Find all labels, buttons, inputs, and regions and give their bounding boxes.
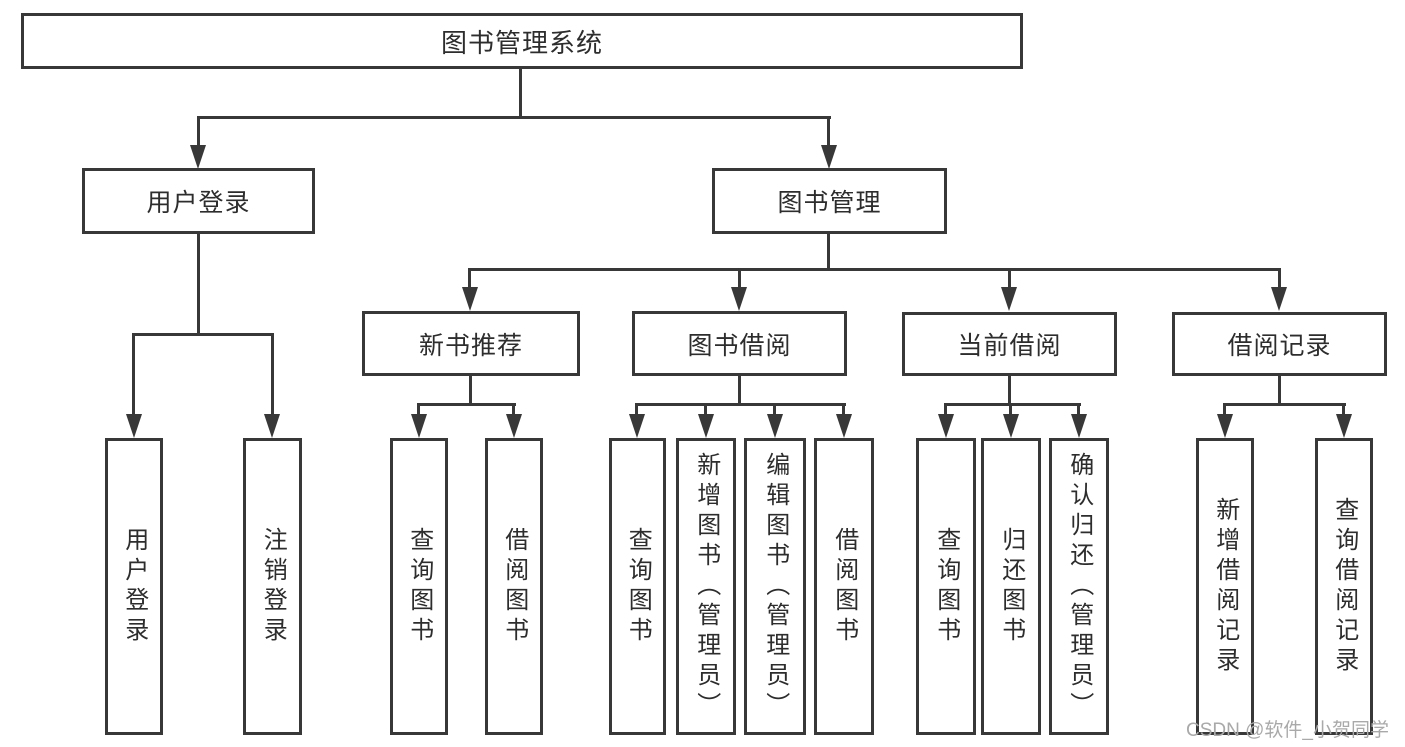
connector-arrowhead [629,414,645,438]
leaf-user-login: 用户登录 [105,438,163,735]
leaf-edit-books-admin-label: 编辑图书（管理员） [761,451,789,722]
connector-arrowhead [836,414,852,438]
node-book-borrowing: 图书借阅 [632,311,847,376]
connector-arrowhead [506,414,522,438]
leaf-user-login-label: 用户登录 [120,526,148,647]
connector-arrowhead [731,287,747,311]
connector-line [417,403,516,406]
connector-arrowhead [767,414,783,438]
connector-arrowhead [698,414,714,438]
node-current-borrowing: 当前借阅 [902,312,1117,376]
connector-line [704,403,707,416]
leaf-query-books-current: 查询图书 [916,438,976,735]
connector-line [1278,376,1281,405]
leaf-add-books-admin: 新增图书（管理员） [676,438,736,735]
leaf-query-borrow-record-label: 查询借阅记录 [1330,496,1358,677]
leaf-logout: 注销登录 [243,438,302,735]
connector-arrowhead [1071,414,1087,438]
connector-arrowhead [126,414,142,438]
node-borrowing-records-label: 借阅记录 [1227,332,1332,360]
leaf-query-books-recommend-label: 查询图书 [405,526,433,647]
leaf-borrow-books-recommend: 借阅图书 [485,438,543,735]
connector-line [944,403,1081,406]
connector-line [1278,268,1281,290]
connector-line [271,333,274,416]
connector-arrowhead [938,414,954,438]
leaf-query-borrow-record: 查询借阅记录 [1315,438,1373,735]
node-user-login: 用户登录 [82,168,315,234]
watermark: CSDN @软件_小贺同学 [1186,720,1389,741]
connector-line [468,268,471,290]
leaf-borrow-books-borrowing-label: 借阅图书 [830,526,858,647]
leaf-add-borrow-record-label: 新增借阅记录 [1211,496,1239,677]
leaf-add-books-admin-label: 新增图书（管理员） [692,451,720,722]
leaf-query-books-borrowing: 查询图书 [609,438,666,735]
node-new-book-recommend: 新书推荐 [362,311,580,376]
connector-line [738,268,741,290]
node-book-borrowing-label: 图书借阅 [687,331,792,360]
connector-line [468,268,1281,271]
node-book-management-label: 图书管理 [777,189,882,217]
connector-line [827,234,830,271]
connector-arrowhead [190,145,206,169]
connector-line [1342,403,1345,416]
connector-arrowhead [411,414,427,438]
connector-line [842,403,845,416]
connector-arrowhead [1271,287,1287,311]
connector-arrowhead [821,145,837,169]
connector-line [132,333,135,416]
leaf-borrow-books-borrowing: 借阅图书 [814,438,874,735]
node-new-book-recommend-label: 新书推荐 [418,331,523,360]
connector-line [512,403,515,416]
node-user-login-label: 用户登录 [146,189,251,217]
connector-line [1008,268,1011,290]
connector-line [469,376,472,405]
connector-line [1077,403,1080,416]
connector-arrowhead [1336,414,1352,438]
connector-line [773,403,776,416]
leaf-logout-label: 注销登录 [259,526,287,647]
connector-line [944,403,947,416]
connector-arrowhead [264,414,280,438]
connector-line [417,403,420,416]
leaf-query-books-current-label: 查询图书 [932,526,960,647]
leaf-borrow-books-recommend-label: 借阅图书 [500,526,528,647]
leaf-confirm-return-admin-label: 确认归还（管理员） [1065,451,1093,722]
leaf-edit-books-admin: 编辑图书（管理员） [744,438,806,735]
connector-line [1223,403,1346,406]
connector-line [635,403,638,416]
connector-line [132,333,274,336]
leaf-query-books-recommend: 查询图书 [390,438,448,735]
connector-line [519,69,522,118]
connector-line [1008,376,1011,405]
connector-line [635,403,846,406]
connector-line [197,116,831,119]
node-root: 图书管理系统 [21,13,1023,69]
leaf-return-books-label: 归还图书 [997,526,1025,647]
connector-line [1009,403,1012,416]
connector-line [827,116,830,148]
node-borrowing-records: 借阅记录 [1172,312,1387,376]
connector-arrowhead [1001,287,1017,311]
node-current-borrowing-label: 当前借阅 [957,332,1062,360]
connector-line [197,234,200,335]
node-book-management: 图书管理 [712,168,947,234]
connector-arrowhead [462,287,478,311]
connector-line [1223,403,1226,416]
connector-arrowhead [1217,414,1233,438]
connector-line [738,376,741,405]
connector-arrowhead [1003,414,1019,438]
connector-line [197,116,200,148]
leaf-confirm-return-admin: 确认归还（管理员） [1049,438,1109,735]
leaf-return-books: 归还图书 [981,438,1041,735]
leaf-query-books-borrowing-label: 查询图书 [624,526,652,647]
node-root-label: 图书管理系统 [440,27,603,58]
leaf-add-borrow-record: 新增借阅记录 [1196,438,1254,735]
